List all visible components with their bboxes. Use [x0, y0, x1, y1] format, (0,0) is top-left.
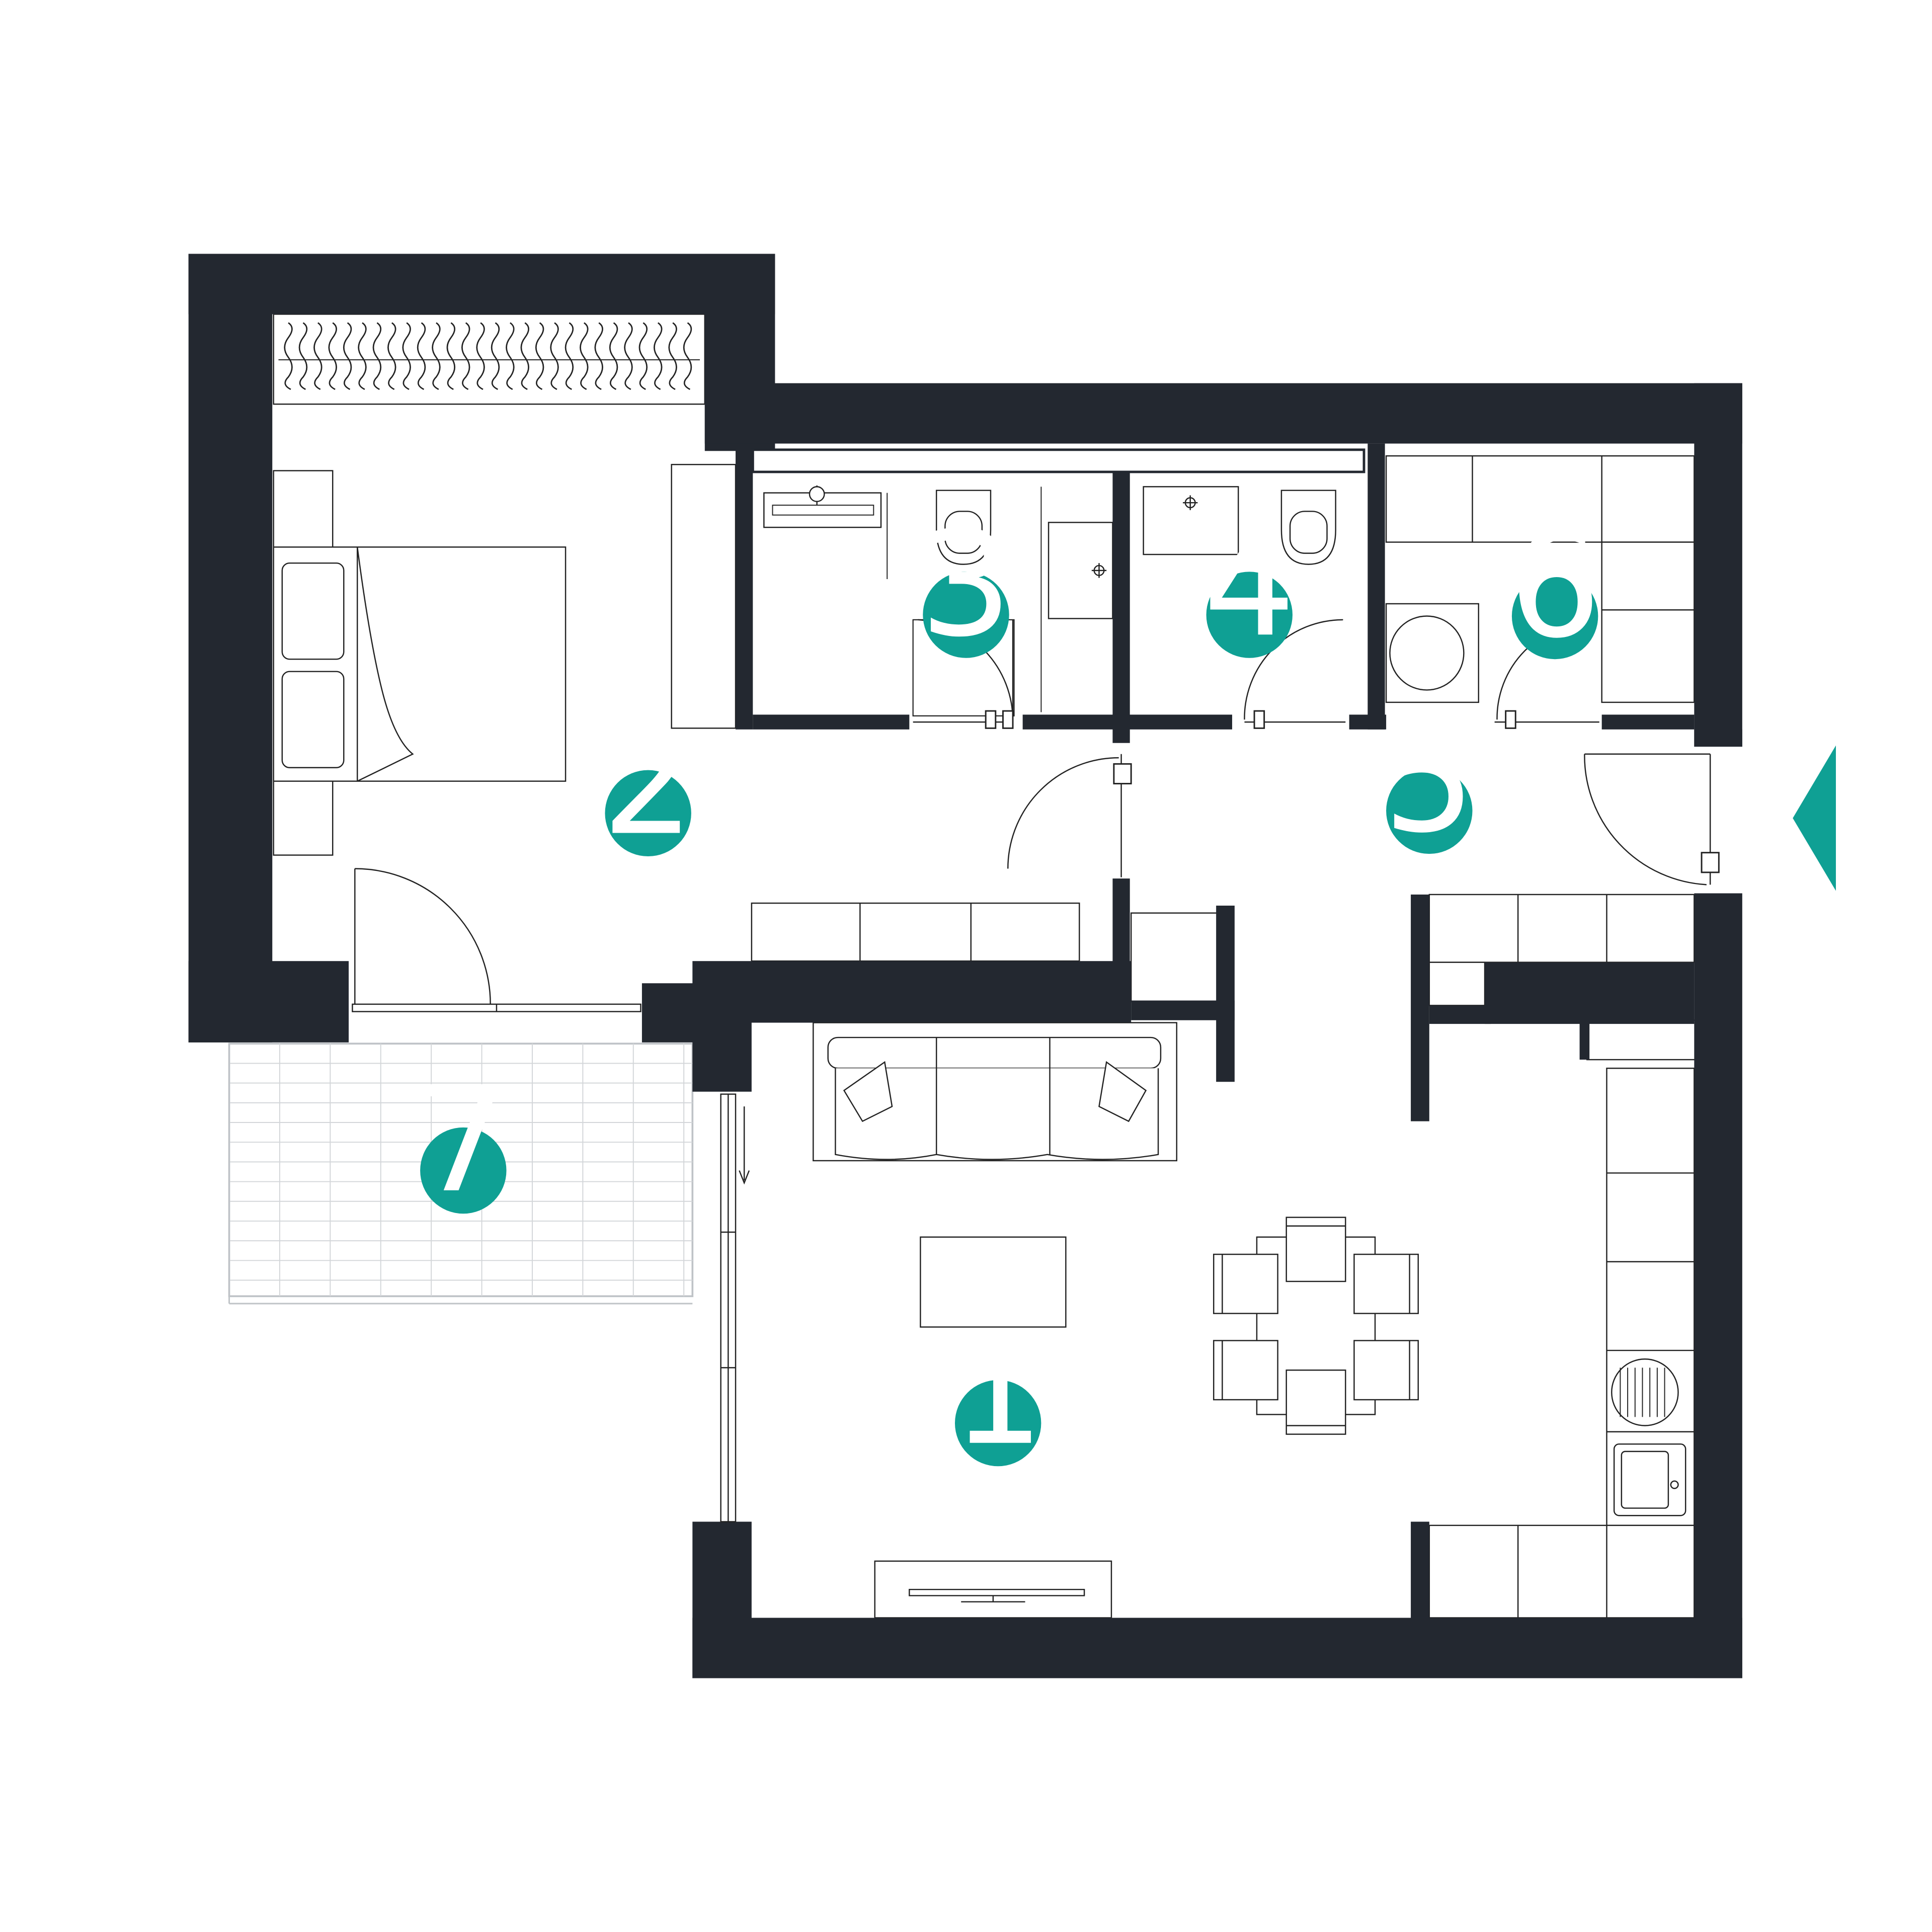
fridge — [1586, 1019, 1697, 1061]
hanger-icon — [313, 322, 323, 390]
wall-kitchen-divider — [1411, 894, 1429, 1121]
bathroom-3-fixtures — [763, 459, 1113, 716]
furniture — [273, 313, 1697, 1619]
hanger-icon — [417, 322, 426, 390]
hall-cabinet — [1130, 912, 1218, 1003]
kitchen-counter — [1428, 1019, 1697, 1619]
toilet-icon — [936, 490, 992, 565]
hanger-icon — [387, 322, 396, 390]
bedroom-cabinet — [671, 464, 737, 729]
hanger-icon — [638, 322, 648, 390]
hanger-icon — [446, 322, 456, 390]
door-swing-balcony — [355, 868, 491, 1004]
wall-living-nw — [692, 983, 752, 1092]
wall-kitchen-south-post — [1411, 1521, 1429, 1618]
wall-north — [704, 383, 1742, 444]
svg-text:7: 7 — [417, 1056, 510, 1225]
svg-text:4: 4 — [1203, 500, 1296, 669]
room-label-2[interactable]: 2 — [602, 699, 694, 868]
hanger-icon — [298, 322, 308, 390]
hanger-icon — [343, 322, 352, 390]
hanger-icon — [565, 322, 574, 390]
svg-text:1: 1 — [952, 1309, 1044, 1478]
room-label-6[interactable]: 6 — [1509, 502, 1601, 671]
hanger-icon — [402, 322, 411, 390]
doors — [352, 619, 1720, 1522]
wall-west-bedroom — [188, 254, 273, 1042]
hanger-icon — [432, 322, 441, 390]
hanger-icon — [654, 322, 663, 390]
walls — [188, 254, 1742, 1678]
hanger-icon — [668, 322, 677, 390]
sink-icon — [1613, 1443, 1686, 1516]
pillow-icon — [281, 562, 345, 660]
hanger-icon — [683, 322, 692, 390]
hanger-icon — [476, 322, 485, 390]
hanger-icon — [624, 322, 633, 390]
dining-set — [1213, 1217, 1419, 1435]
hanger-icon — [594, 322, 603, 390]
wall-bath3-south-left — [753, 714, 910, 730]
wall-north-bedroom — [188, 254, 775, 314]
hanger-icon — [520, 322, 529, 390]
svg-text:5: 5 — [1383, 696, 1476, 865]
bathroom-4-fixtures — [1143, 459, 1341, 565]
utility-cabinets — [1385, 455, 1695, 703]
hanger-icon — [550, 322, 559, 390]
hanger-icon — [328, 322, 337, 390]
hanger-icon — [506, 322, 515, 390]
cushion-icon — [843, 1061, 893, 1122]
cushion-icon — [1098, 1061, 1147, 1122]
hanger-icon — [580, 322, 589, 390]
wall-east-upper — [1694, 383, 1742, 747]
toilet-icon — [1280, 490, 1336, 565]
wall-bath-divider — [1112, 471, 1130, 743]
wall-utility-west — [1367, 443, 1385, 730]
room-label-1[interactable]: 1 — [952, 1309, 1044, 1478]
wall-hall-post — [1216, 906, 1235, 1082]
svg-text:2: 2 — [602, 699, 694, 868]
hanger-icon — [372, 322, 382, 390]
wall-kitchen-north — [1485, 962, 1695, 1024]
tv-icon — [909, 1588, 1085, 1596]
hanger-icon — [461, 322, 470, 390]
door-swing-bedroom — [1007, 757, 1119, 869]
room-labels: 1 2 3 4 5 6 7 — [417, 500, 1601, 1478]
hall-wardrobe — [751, 902, 1080, 962]
room-label-5[interactable]: 5 — [1383, 696, 1476, 865]
coffee-table — [920, 1236, 1067, 1328]
wardrobe — [273, 313, 706, 405]
wall-utility-south — [1601, 714, 1695, 730]
wall-bedroom-south — [188, 961, 349, 1042]
svg-text:3: 3 — [920, 500, 1012, 669]
hanger-icon — [284, 322, 293, 390]
room-label-3[interactable]: 3 — [920, 500, 1012, 669]
wall-hall-south — [692, 961, 1132, 1023]
stove-burner-icon — [1611, 1358, 1679, 1426]
washing-machine-drum-icon — [1389, 615, 1465, 691]
sofa — [813, 1022, 1177, 1162]
hanger-icon — [358, 322, 367, 390]
hinge-marks — [985, 710, 1720, 873]
tv-stand — [874, 1560, 1112, 1619]
pillow-icon — [281, 671, 345, 768]
wall-hall-pillar — [1112, 878, 1130, 1002]
wall-east-lower — [1694, 893, 1742, 1678]
wall-south — [692, 1618, 1742, 1678]
room-label-7[interactable]: 7 — [417, 1056, 510, 1225]
door-swing-entrance — [1584, 754, 1707, 886]
hanger-icon — [535, 322, 544, 390]
entrance-arrow-icon — [1793, 745, 1836, 891]
svg-text:6: 6 — [1509, 502, 1601, 671]
north-windows — [751, 448, 1365, 473]
bed — [273, 470, 567, 856]
room-label-4[interactable]: 4 — [1203, 500, 1296, 669]
hanger-icon — [609, 322, 618, 390]
hanger-icon — [491, 322, 500, 390]
wall-bath3-west — [736, 443, 753, 730]
